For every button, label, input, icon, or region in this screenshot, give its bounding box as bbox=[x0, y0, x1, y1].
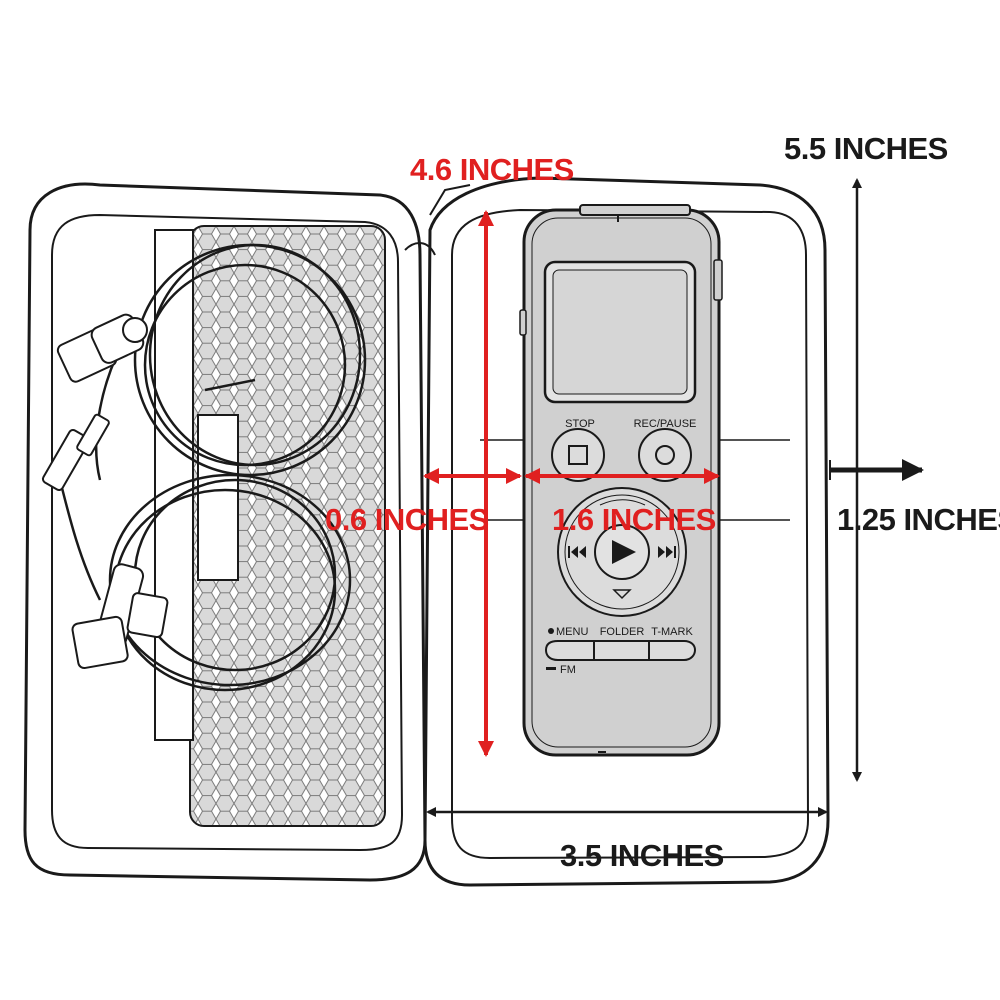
menu-dot-icon bbox=[548, 628, 554, 634]
up-marker bbox=[599, 499, 646, 506]
stop-label: STOP bbox=[565, 418, 595, 430]
recorder-side-switch bbox=[519, 309, 527, 336]
fm-dash-icon bbox=[546, 667, 556, 670]
voice-recorder: STOP REC/PAUSE bbox=[519, 204, 723, 757]
folder-label: FOLDER bbox=[600, 626, 645, 638]
fast-forward-icon[interactable] bbox=[658, 546, 676, 558]
left-compartment bbox=[41, 213, 404, 852]
inner-gap-label: 0.6 INCHES bbox=[325, 502, 489, 537]
recorder-side-button bbox=[713, 259, 723, 301]
recorder-screen-inner bbox=[552, 269, 688, 395]
coiled-earphone-cable bbox=[58, 243, 367, 692]
recorder-top-cap bbox=[579, 204, 691, 216]
earbud-bottom bbox=[71, 563, 169, 670]
depth-label: 1.25 INCHES bbox=[837, 502, 1000, 537]
stop-button[interactable] bbox=[551, 428, 605, 482]
audio-plug bbox=[41, 413, 110, 492]
tmark-button[interactable] bbox=[648, 640, 697, 661]
record-icon bbox=[655, 445, 675, 465]
menu-button[interactable] bbox=[544, 640, 595, 661]
elastic-strap bbox=[154, 229, 194, 741]
width-total-label: 3.5 INCHES bbox=[560, 838, 724, 873]
zipper-pull bbox=[429, 184, 471, 216]
play-button[interactable] bbox=[594, 524, 650, 580]
rec-pause-label: REC/PAUSE bbox=[634, 418, 697, 430]
strap-clip bbox=[197, 414, 239, 581]
inner-dimension-arrows bbox=[423, 210, 720, 757]
rec-pause-button[interactable] bbox=[638, 428, 692, 482]
hinge bbox=[404, 242, 436, 256]
earbud-top bbox=[56, 313, 148, 383]
stop-icon bbox=[568, 445, 588, 465]
tmark-label: T-MARK bbox=[651, 626, 693, 638]
down-arrow-icon[interactable] bbox=[612, 589, 632, 600]
navigation-wheel[interactable] bbox=[557, 487, 687, 617]
play-icon bbox=[612, 540, 636, 564]
menu-label: MENU bbox=[556, 626, 588, 638]
fm-label: FM bbox=[560, 664, 576, 676]
rewind-icon[interactable] bbox=[568, 546, 586, 558]
cable-tail bbox=[204, 378, 256, 392]
inner-width-label: 1.6 INCHES bbox=[552, 502, 716, 537]
inner-height-label: 4.6 INCHES bbox=[410, 152, 574, 187]
height-total-label: 5.5 INCHES bbox=[784, 131, 948, 166]
folder-button[interactable] bbox=[593, 640, 650, 661]
outer-dimension-arrows bbox=[426, 178, 924, 817]
